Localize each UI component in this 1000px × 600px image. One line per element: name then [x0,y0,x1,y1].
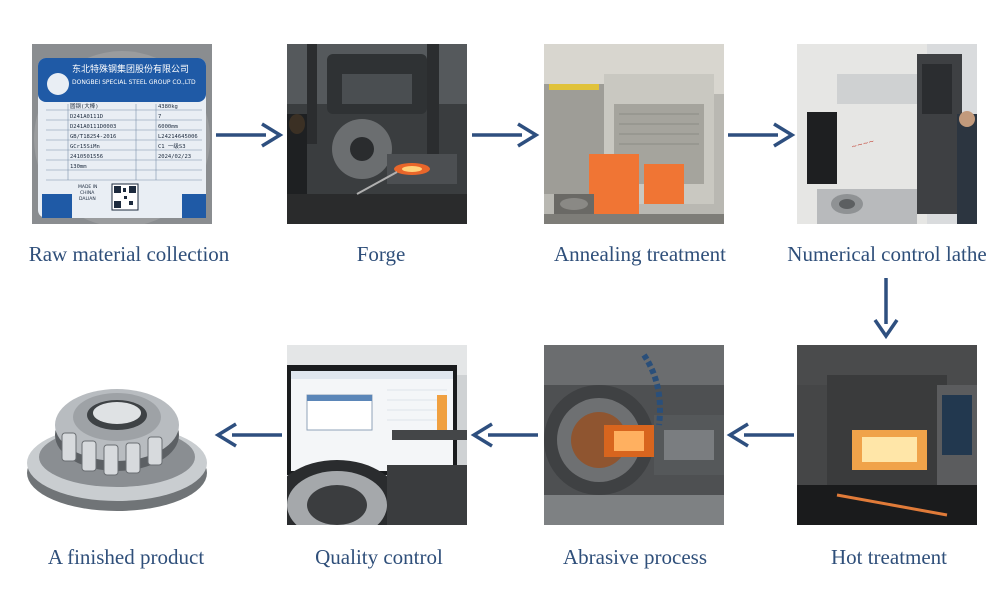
tapered-roller-bearing-photo [22,345,212,525]
inspection-monitor-photo [287,345,467,525]
tag-heat: L24214645006 [158,134,198,140]
step-label: Abrasive process [562,545,708,569]
step-label: Numerical control lathe [787,242,987,266]
heat-treatment-furnace-photo [797,345,977,525]
tag-code: 2410501556 [70,154,103,160]
tag-contract: D241A0111D [70,114,103,120]
tag-state: C1 一级S3 [158,142,186,150]
tag-length: 6000mm [158,124,179,130]
arrow-down-icon [873,278,899,340]
tag-grade: GCr15SiMn [70,144,100,150]
tag-size: 130mm [70,164,87,170]
step-label: Hot treatment [830,545,948,569]
arrow-left-icon [726,422,794,448]
qr-code-icon [111,183,139,211]
arrow-left-icon [214,422,282,448]
arrow-right-icon [216,122,284,148]
step-label: Raw material collection [28,242,230,266]
forging-press-photo [287,44,467,224]
step-label: Annealing treatment [553,242,727,266]
annealing-furnace-photo [544,44,724,224]
arrow-left-icon [470,422,538,448]
grinding-machine-photo [544,345,724,525]
tag-origin-3: DALIAN [79,196,96,202]
tag-batch: D241A0111D0003 [70,124,116,130]
tag-date: 2024/02/23 [158,154,191,160]
tag-name: 圆钢(大棒) [70,102,99,110]
tag-standard: GB/T18254-2016 [70,134,116,140]
step-label: A finished product [47,545,205,569]
tag-origin-1: MADE IN [78,184,97,190]
arrow-right-icon [472,122,540,148]
steel-bar-tag-photo: 东北特殊钢集团股份有限公司 DONGBEI SPECIAL STEEL GROU… [32,44,212,224]
arrow-right-icon [728,122,796,148]
step-label: Forge [356,242,406,266]
tag-weight: 4380kg [158,104,178,110]
tag-pieces: 7 [158,114,161,120]
tag-company-cn: 东北特殊钢集团股份有限公司 [72,63,189,75]
step-label: Quality control [315,545,443,569]
tag-origin-2: CHINA [80,190,95,196]
tag-company-en: DONGBEI SPECIAL STEEL GROUP CO.,LTD [72,79,196,86]
cnc-lathe-photo: ~~~~ [797,44,977,224]
